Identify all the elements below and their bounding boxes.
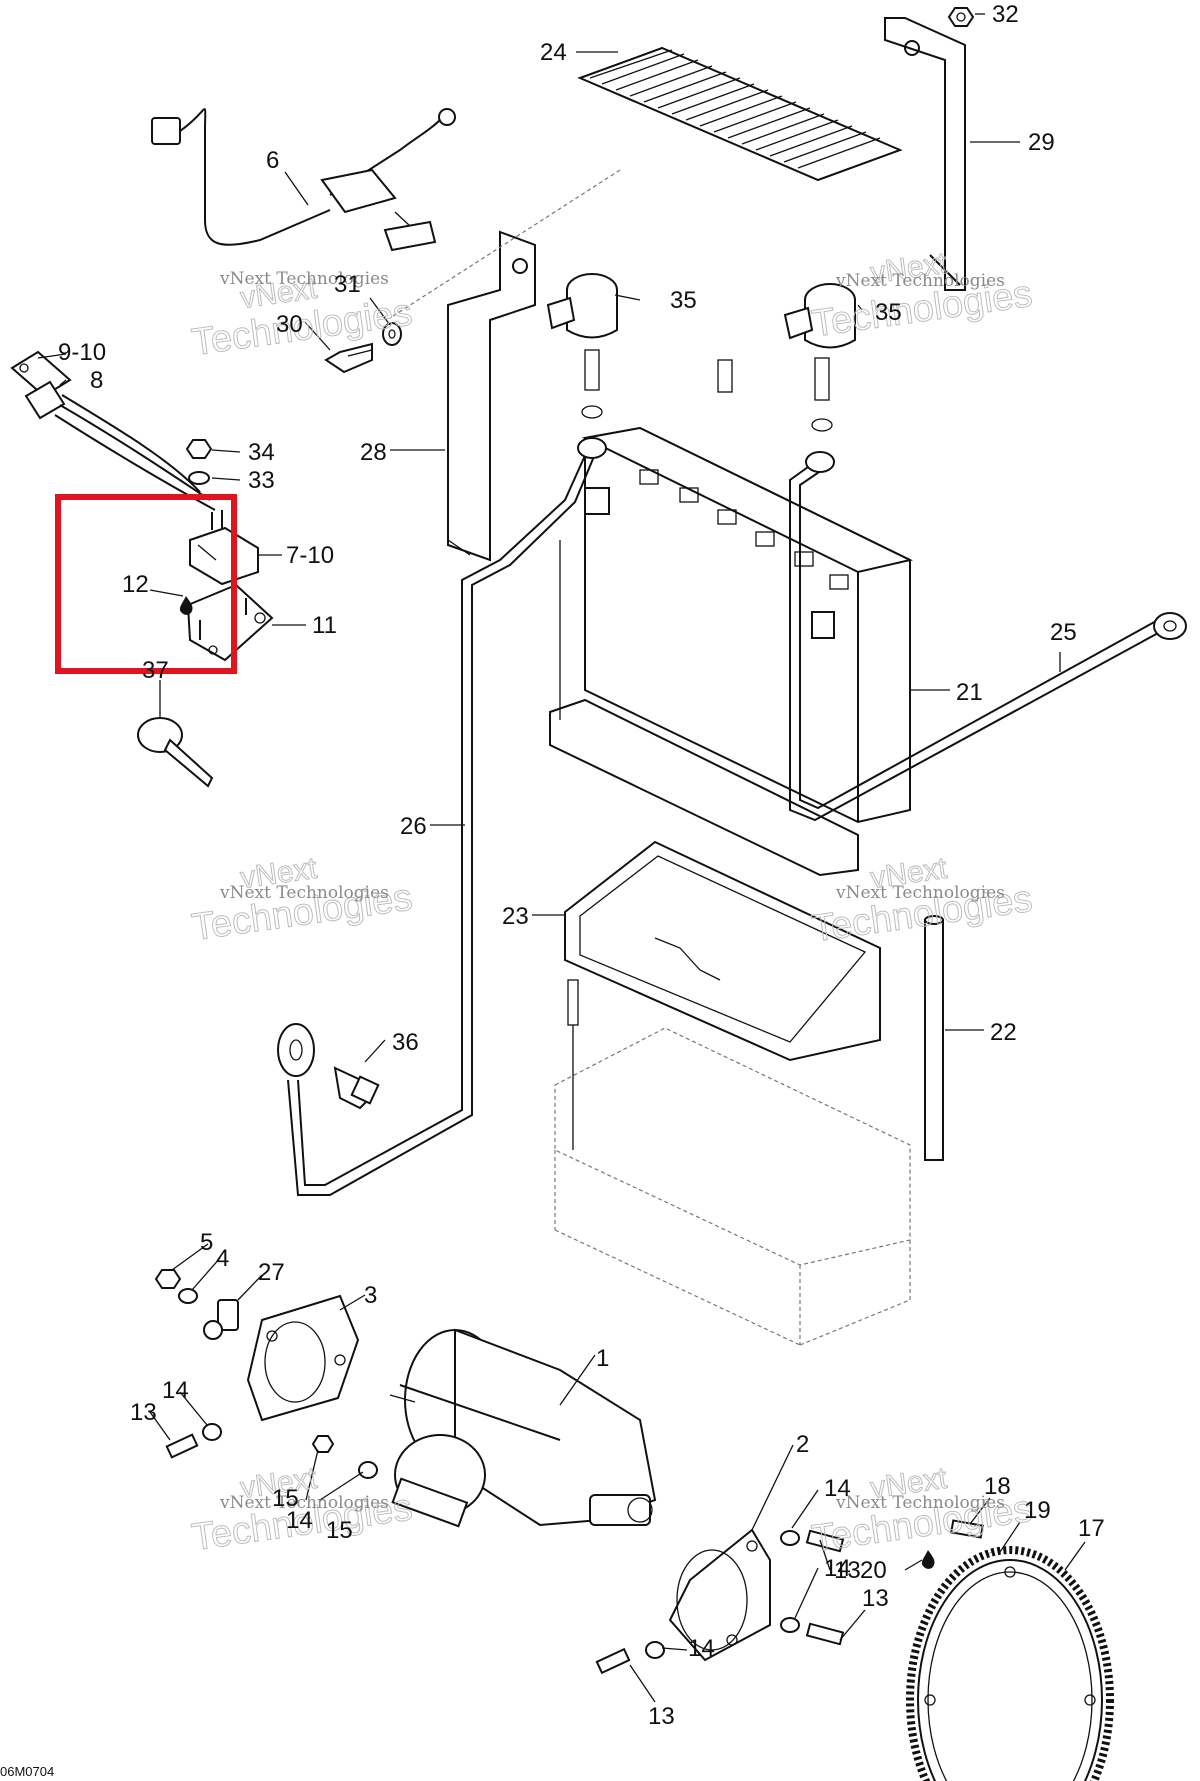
callout-31: 31 [334, 271, 361, 298]
callout-4: 4 [216, 1245, 229, 1272]
callout-13-b: 13 [834, 1557, 861, 1584]
drawing-code: 06M0704 [0, 1764, 54, 1779]
callout-labels: 24 32 29 6 31 30 35 35 9-10 8 34 33 28 7… [58, 1, 1105, 1730]
support-outline-dashed [554, 1027, 911, 1346]
part-17-ring-gear [906, 1546, 1114, 1781]
tray-stud [567, 979, 579, 1150]
callout-15-a: 15 [272, 1485, 299, 1512]
callout-11: 11 [312, 612, 337, 639]
part-27-clip [203, 1299, 239, 1340]
part-29-strap [884, 17, 966, 291]
part-1-starter-motor [389, 1328, 657, 1528]
part-22-rod [924, 915, 944, 1161]
part-12-adhesive-drop-icon [179, 596, 193, 615]
part-20-adhesive-drop-icon [921, 1550, 935, 1569]
part-33-washer [188, 471, 210, 485]
callout-36: 36 [392, 1029, 419, 1056]
part-8-connector [10, 350, 216, 511]
part-34-nut [185, 439, 213, 459]
callout-35-left: 35 [670, 287, 697, 314]
callout-14-b: 14 [824, 1475, 851, 1502]
callout-34: 34 [248, 439, 275, 466]
part-31-washer [382, 322, 402, 346]
callout-24: 24 [540, 39, 567, 66]
part-30-bolt [324, 342, 373, 374]
part-25-positive-cable [789, 451, 1187, 822]
callout-26: 26 [400, 813, 427, 840]
callout-9-10: 9-10 [58, 339, 106, 366]
callout-20: 20 [860, 1557, 887, 1584]
part-36-bolt [333, 1066, 380, 1110]
callout-1: 1 [596, 1345, 609, 1372]
callout-12: 12 [122, 571, 149, 598]
part-5-nut [154, 1269, 182, 1289]
callout-17: 17 [1078, 1515, 1105, 1542]
svg-text:vNext Technologies: vNext Technologies [835, 271, 1005, 291]
assembly-guide-line [389, 169, 621, 319]
part-11-mounting-plate [186, 583, 274, 662]
callout-7-10: 7-10 [286, 542, 334, 569]
part-23-battery-tray [564, 840, 881, 1062]
callout-5: 5 [200, 1229, 213, 1256]
callout-14-a: 14 [162, 1377, 189, 1404]
terminal-bolts [581, 349, 833, 432]
callout-19: 19 [1024, 1497, 1051, 1524]
callout-3: 3 [364, 1282, 377, 1309]
part-35-terminal-cover-left [546, 273, 618, 339]
part-21-battery [549, 426, 913, 877]
part-4-washer [178, 1288, 198, 1304]
part-37-cable-tie [137, 717, 214, 788]
svg-text:vNext Technologies: vNext Technologies [219, 269, 389, 289]
leader-lines [37, 13, 1086, 1703]
callout-32: 32 [992, 1, 1019, 28]
watermark-3: vNext Technologies vNext Technologies [189, 851, 416, 949]
callout-14-d: 14 [688, 1635, 715, 1662]
callout-30: 30 [276, 311, 303, 338]
part-2-flange [668, 1528, 771, 1662]
callout-18: 18 [984, 1473, 1011, 1500]
callout-33: 33 [248, 467, 275, 494]
callout-2: 2 [796, 1431, 809, 1458]
svg-text:vNext Technologies: vNext Technologies [219, 883, 389, 903]
part-18-screw [950, 1519, 984, 1539]
callout-29: 29 [1028, 129, 1055, 156]
callout-8: 8 [90, 367, 103, 394]
svg-text:vNext Technologies: vNext Technologies [835, 1493, 1005, 1513]
callout-14-c: 14 [824, 1555, 851, 1582]
hardware-13-14-flange [595, 1529, 845, 1675]
part-6-fuse-harness [151, 108, 456, 252]
callout-15-b: 15 [326, 1517, 353, 1544]
part-14-nut-starter [311, 1435, 335, 1453]
part-28-hold-down-bracket [447, 230, 536, 562]
part-32-nut [947, 7, 975, 27]
part-14-washer-left-a [202, 1423, 222, 1441]
callout-27: 27 [258, 1259, 285, 1286]
highlight-box [55, 494, 237, 674]
part-13-screw-left-a [165, 1433, 199, 1459]
svg-text:vNext Technologies: vNext Technologies [835, 883, 1005, 903]
callout-6: 6 [266, 147, 279, 174]
callout-14-e: 14 [286, 1507, 313, 1534]
part-24-battery-pad [577, 46, 903, 182]
callout-21: 21 [956, 679, 983, 706]
part-7-10-relay [189, 510, 259, 586]
callout-37: 37 [142, 657, 169, 684]
part-26-negative-cable [277, 437, 607, 1196]
callout-23: 23 [502, 903, 529, 930]
callout-28: 28 [360, 439, 387, 466]
callout-13-a: 13 [130, 1399, 157, 1426]
part-35-terminal-cover-right [783, 283, 856, 349]
callout-35-right: 35 [875, 299, 902, 326]
svg-text:vNext Technologies: vNext Technologies [219, 1493, 389, 1513]
part-15-washer-starter [358, 1461, 378, 1479]
callout-22: 22 [990, 1019, 1017, 1046]
part-3-bracket-plate [246, 1294, 360, 1422]
callout-13-c: 13 [862, 1585, 889, 1612]
callout-13-d: 13 [648, 1703, 675, 1730]
callout-25: 25 [1050, 619, 1077, 646]
